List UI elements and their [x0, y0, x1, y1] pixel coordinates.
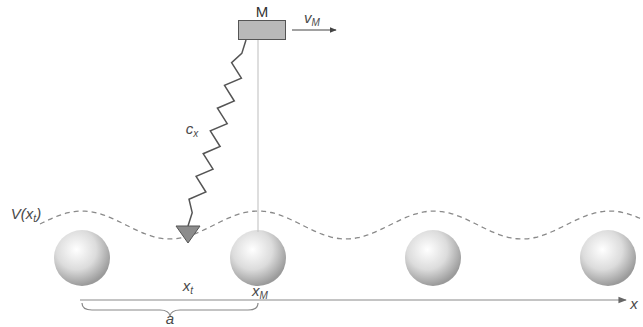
atom	[54, 230, 110, 286]
x-axis	[80, 299, 626, 300]
mass-block: M	[238, 20, 286, 40]
velocity-arrow	[292, 29, 336, 30]
support-position-label: xM	[252, 283, 268, 298]
atom	[580, 230, 636, 286]
position-line	[257, 40, 258, 232]
velocity-label: vM	[304, 10, 320, 25]
tip	[176, 226, 200, 243]
axis-label: x	[630, 296, 638, 311]
tip-position-label: xt	[183, 278, 193, 293]
atom	[230, 230, 286, 286]
atoms	[54, 230, 636, 286]
potential-label: V(xt)	[11, 206, 41, 221]
lattice-constant-label: a	[166, 310, 174, 325]
mass-label: M	[256, 4, 269, 19]
atom	[405, 230, 461, 286]
spring	[188, 40, 246, 226]
spring-constant-label: cx	[186, 121, 199, 136]
potential-curve	[40, 211, 640, 239]
